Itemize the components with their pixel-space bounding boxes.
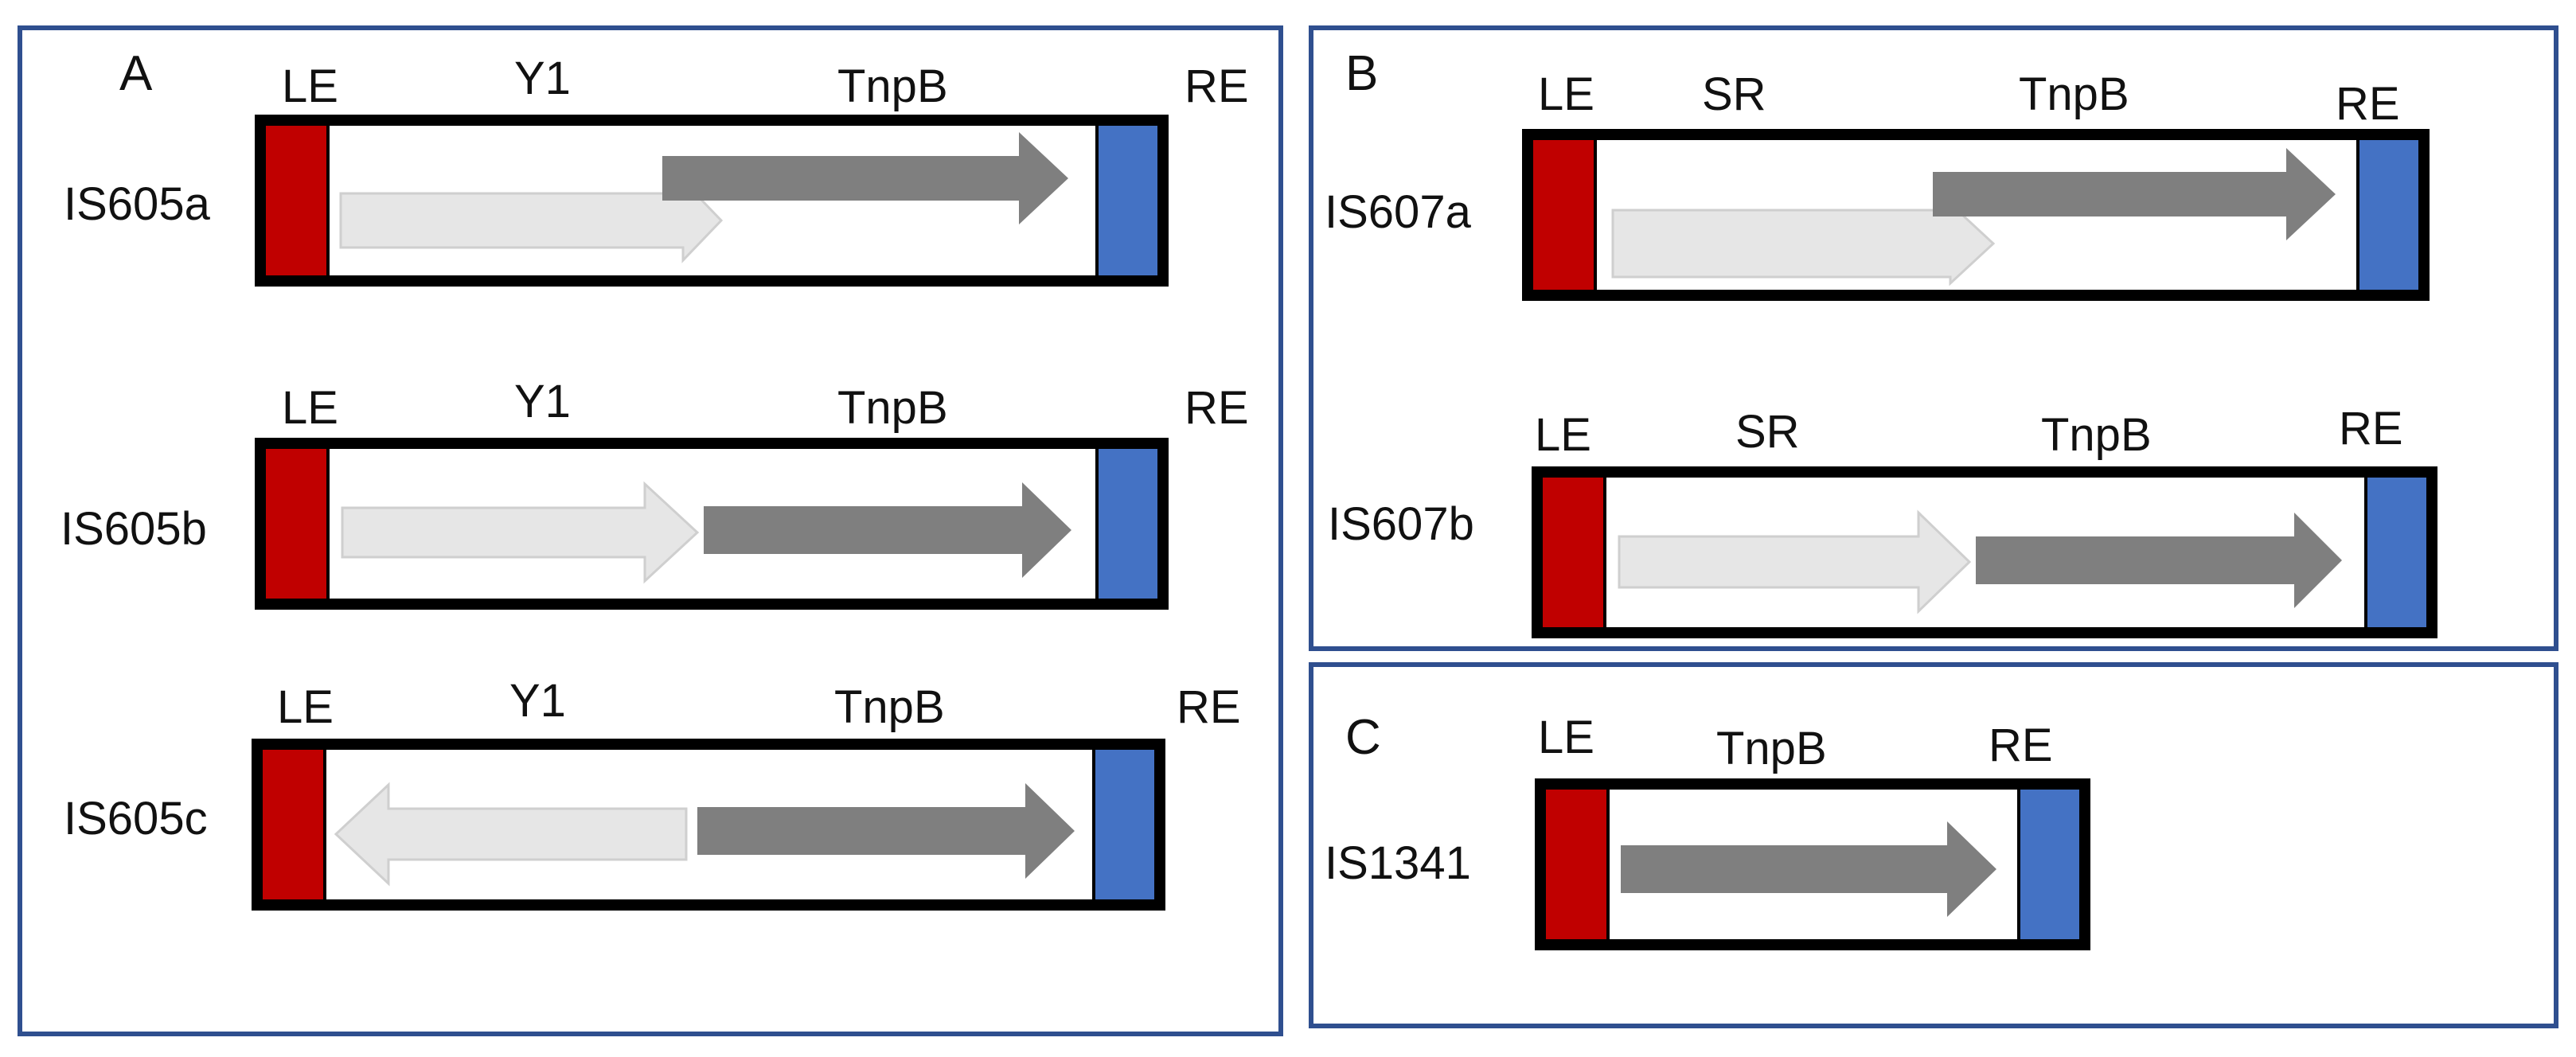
is605c-gene1-label: Y1 (509, 675, 566, 727)
is607b-gene2-label: TnpB (2041, 409, 2152, 461)
panel-c-letter: C (1345, 710, 1381, 765)
is607b-gene1-arrow-shape (1618, 509, 1972, 614)
is605b-gene2-label: TnpB (837, 382, 948, 434)
is605a-right-end (1095, 126, 1157, 275)
is605b-gene2-arrow (704, 482, 1071, 578)
is605b-gene1-arrow-shape (341, 481, 700, 584)
is607a-gene2-label: TnpB (2019, 68, 2129, 120)
is605a-le-label: LE (282, 60, 338, 112)
is605b-right-end (1095, 449, 1157, 599)
is607b-gene1-label: SR (1735, 406, 1800, 458)
panel-a-letter: A (119, 46, 153, 101)
is1341-re-label: RE (1989, 720, 2053, 771)
is1341-gene2-arrow (1621, 821, 1996, 917)
is605a-re-label: RE (1185, 60, 1249, 112)
is605c-gene2-arrow (697, 783, 1075, 879)
is605b-gene1-arrow (341, 481, 700, 584)
is605b-gene1-label: Y1 (514, 376, 571, 427)
is605a-gene2-arrow-shape (662, 132, 1068, 224)
is605b-le-label: LE (282, 382, 338, 434)
is605c-gene1-arrow (334, 782, 688, 887)
is607b-name: IS607b (1328, 498, 1474, 550)
is607a-left-end (1533, 140, 1597, 290)
is607b-right-end (2364, 478, 2426, 627)
is605b-re-label: RE (1185, 382, 1249, 434)
is605b-gene2-arrow-shape (704, 482, 1071, 578)
is605a-gene2-arrow (662, 132, 1068, 224)
panel-b-letter: B (1345, 46, 1379, 101)
is1341-le-label: LE (1538, 712, 1594, 763)
is605a-element (255, 115, 1169, 287)
is605c-gene2-arrow-shape (697, 783, 1075, 879)
is607b-le-label: LE (1535, 409, 1591, 461)
is607b-gene1-arrow (1618, 509, 1972, 614)
is1341-right-end (2017, 790, 2079, 939)
is605a-name: IS605a (64, 178, 210, 230)
is607b-left-end (1543, 478, 1606, 627)
is607b-re-label: RE (2339, 403, 2403, 454)
is1341-left-end (1546, 790, 1610, 939)
is605a-gene2-label: TnpB (837, 60, 948, 112)
panel-a (18, 25, 1283, 1036)
is605c-left-end (263, 750, 326, 899)
is605c-gene2-label: TnpB (834, 681, 945, 733)
is607a-name: IS607a (1325, 186, 1471, 238)
is605c-le-label: LE (277, 681, 334, 733)
is605c-gene1-arrow-shape (334, 782, 688, 887)
is607a-gene1-label: SR (1702, 68, 1766, 120)
is605b-name: IS605b (60, 503, 207, 555)
is605c-re-label: RE (1177, 681, 1241, 733)
panel-c (1309, 662, 2558, 1028)
is605c-right-end (1092, 750, 1154, 899)
is607b-gene2-arrow (1976, 513, 2342, 608)
is607a-right-end (2356, 140, 2418, 290)
is607a-le-label: LE (1538, 68, 1594, 120)
is605a-gene1-label: Y1 (514, 53, 571, 104)
is607b-gene2-arrow-shape (1976, 513, 2342, 608)
is1341-gene2-label: TnpB (1716, 723, 1827, 774)
is1341-name: IS1341 (1325, 837, 1471, 889)
is605c-name: IS605c (64, 793, 208, 844)
is605a-left-end (266, 126, 330, 275)
panel-b (1309, 25, 2558, 651)
is1341-gene2-arrow-shape (1621, 821, 1996, 917)
is607a-gene2-arrow (1933, 148, 2336, 240)
is605b-left-end (266, 449, 330, 599)
is607a-re-label: RE (2336, 78, 2400, 130)
is607a-gene2-arrow-shape (1933, 148, 2336, 240)
